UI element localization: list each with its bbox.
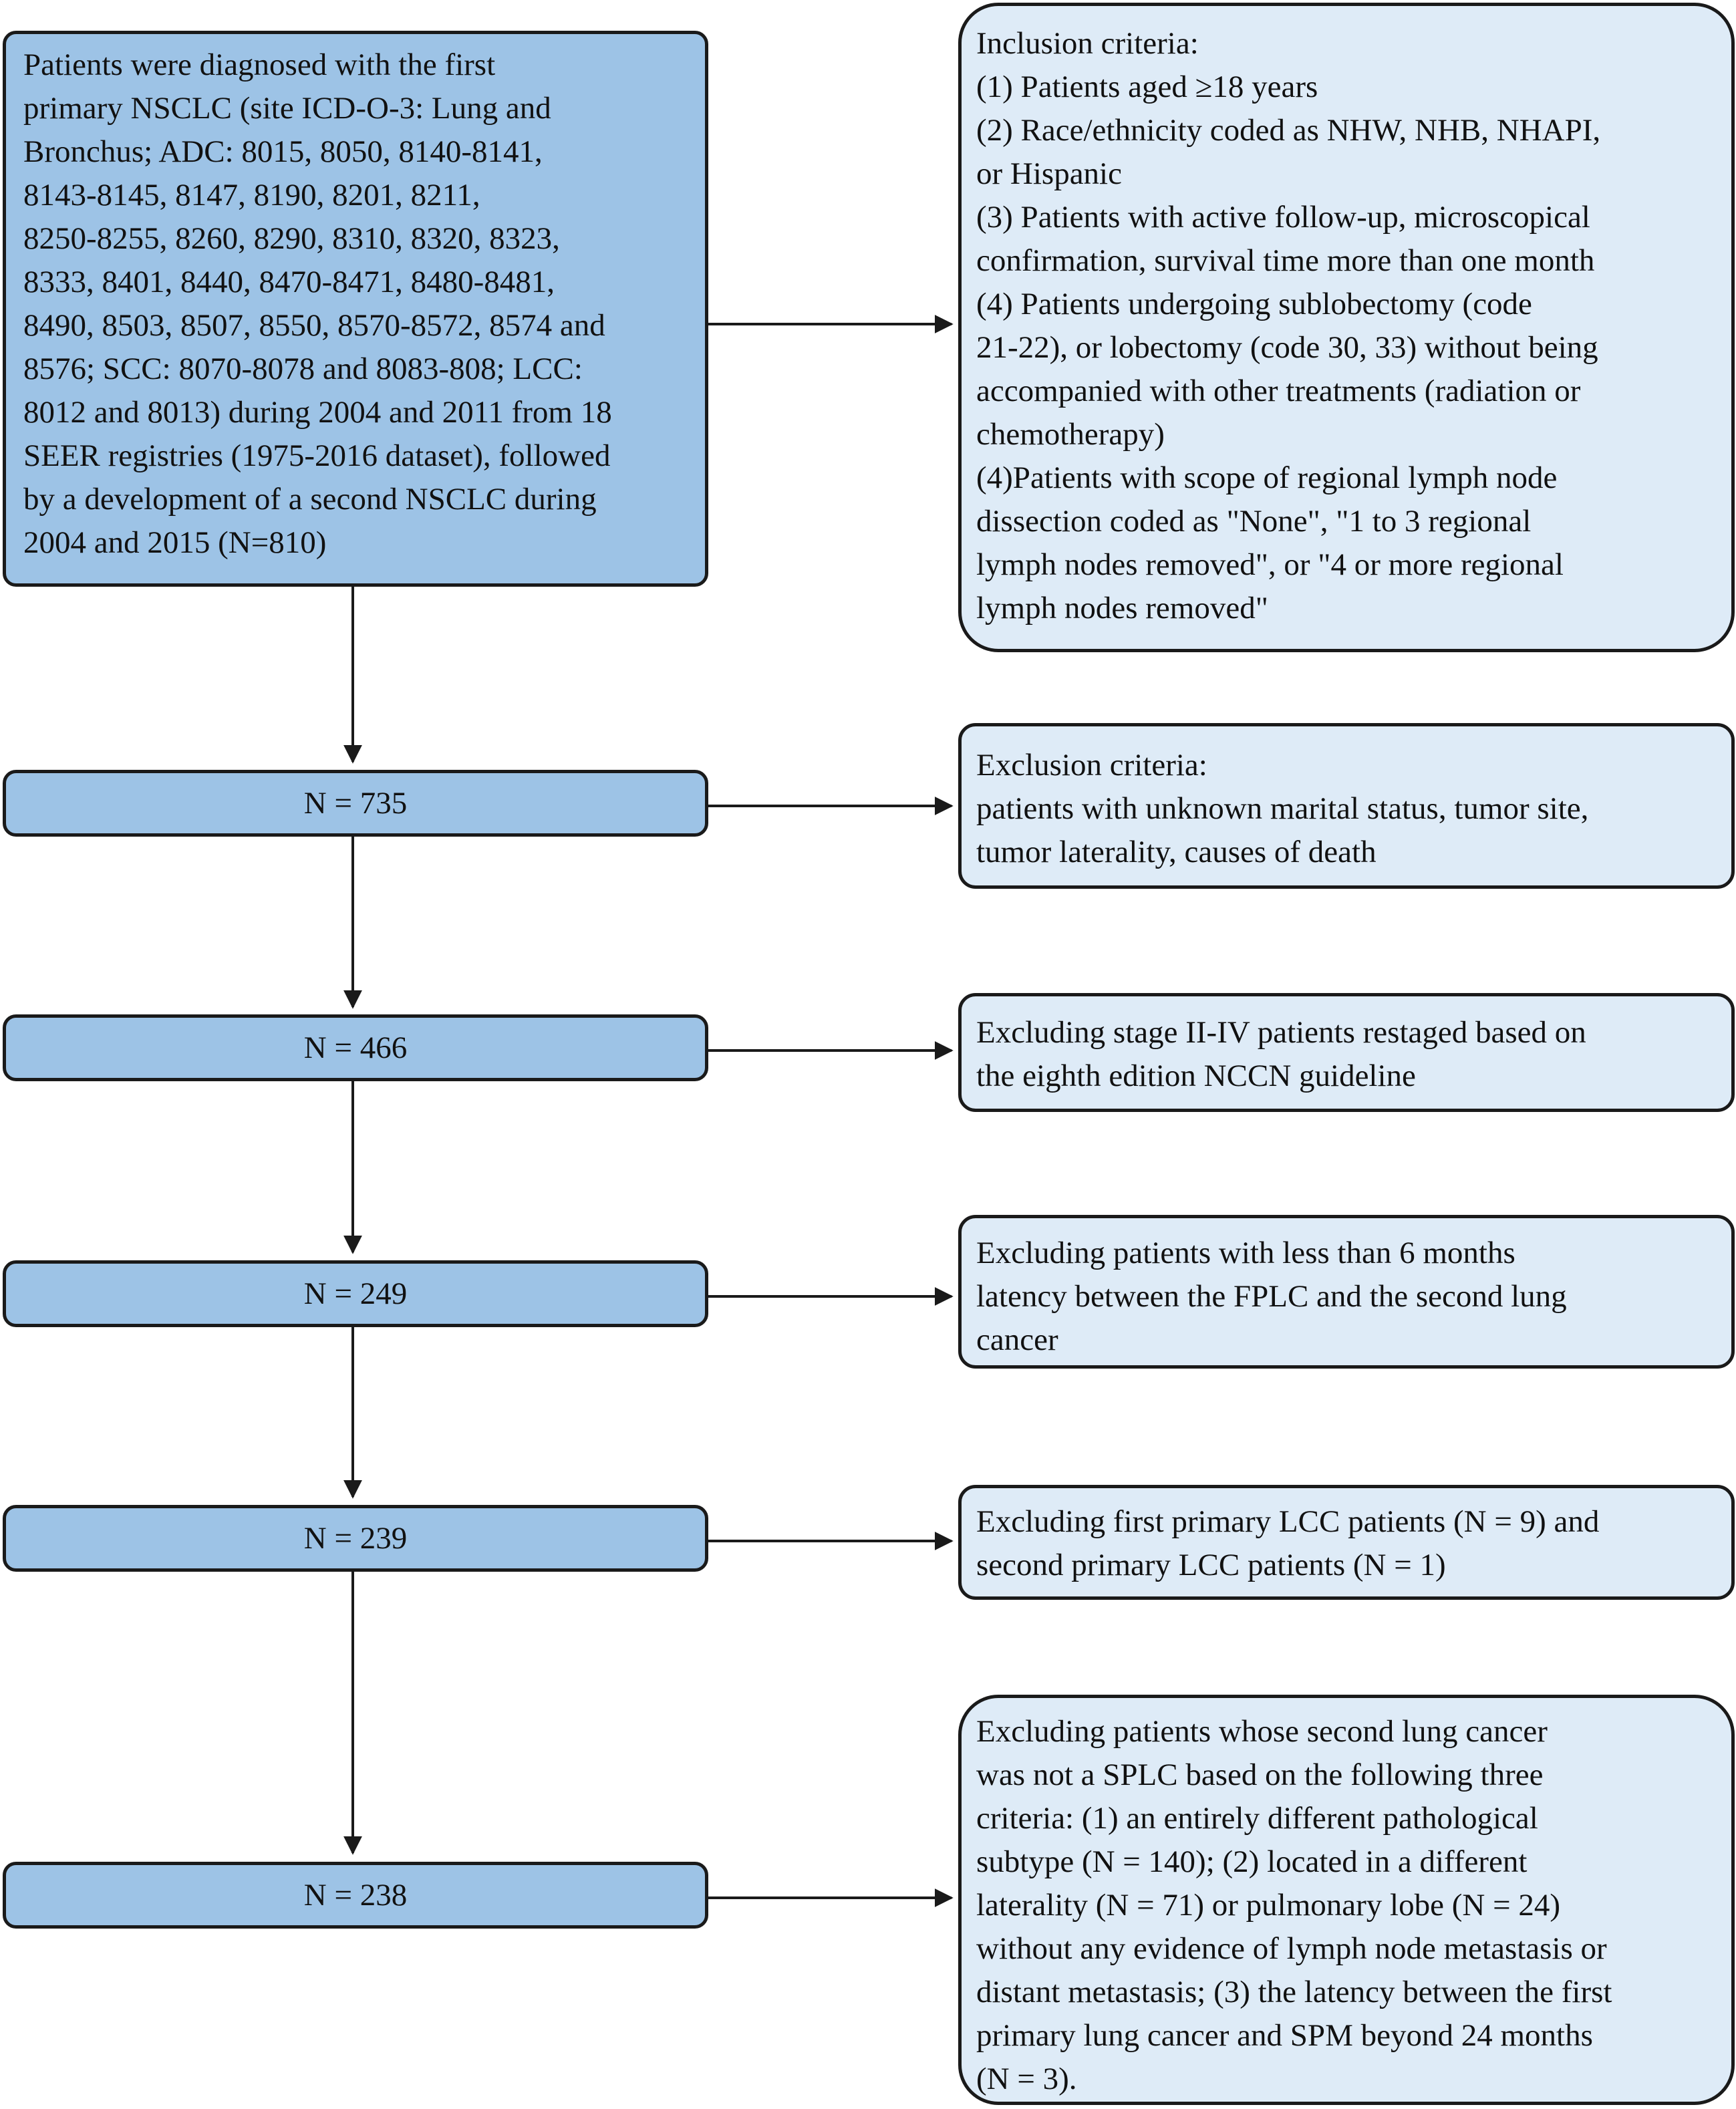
cohort-n238-box: N = 238 [3,1862,708,1929]
start-line: Bronchus; ADC: 8015, 8050, 8140-8141, [23,134,543,169]
start-line: 8250-8255, 8260, 8290, 8310, 8320, 8323, [23,221,560,256]
start-line: SEER registries (1975-2016 dataset), fol… [23,438,611,473]
exclusion-line: was not a SPLC based on the following th… [976,1758,1544,1792]
inclusion-line: accompanied with other treatments (radia… [976,374,1581,408]
inclusion-line: 21-22), or lobectomy (code 30, 33) witho… [976,330,1598,365]
cohort-count: N = 735 [303,785,408,821]
inclusion-line: dissection coded as "None", "1 to 3 regi… [976,504,1532,539]
start-line: 8143-8145, 8147, 8190, 8201, 8211, [23,178,480,213]
cohort-n466-box: N = 466 [3,1014,708,1081]
exclusion-line: criteria: (1) an entirely different path… [976,1801,1538,1836]
start-line: 8012 and 8013) during 2004 and 2011 from… [23,395,612,430]
exclusion-line: primary lung cancer and SPM beyond 24 mo… [976,2018,1593,2053]
exclusion-line: subtype (N = 140); (2) located in a diff… [976,1844,1528,1879]
exclusion-box-splc: Excluding patients whose second lung can… [958,1695,1735,2105]
exclusion-line: second primary LCC patients (N = 1) [976,1548,1446,1582]
cohort-count: N = 238 [303,1877,408,1913]
exclusion-line: Excluding patients whose second lung can… [976,1714,1548,1749]
exclusion-line: without any evidence of lymph node metas… [976,1931,1607,1966]
exclusion-line: latency between the FPLC and the second … [976,1279,1567,1314]
start-cohort-box: Patients were diagnosed with the first p… [3,31,708,587]
start-line: primary NSCLC (site ICD-O-3: Lung and [23,91,551,126]
exclusion-line: patients with unknown marital status, tu… [976,791,1589,826]
exclusion-line: laterality (N = 71) or pulmonary lobe (N… [976,1888,1560,1923]
exclusion-line: Excluding first primary LCC patients (N … [976,1504,1600,1539]
cohort-n735-box: N = 735 [3,770,708,837]
inclusion-line: Inclusion criteria: [976,26,1199,61]
inclusion-line: lymph nodes removed" [976,591,1268,625]
start-line: Patients were diagnosed with the first [23,47,496,82]
cohort-n239-box: N = 239 [3,1505,708,1572]
inclusion-line: (1) Patients aged ≥18 years [976,69,1318,104]
start-line: 8576; SCC: 8070-8078 and 8083-808; LCC: [23,352,583,386]
start-line: by a development of a second NSCLC durin… [23,482,597,517]
exclusion-line: distant metastasis; (3) the latency betw… [976,1975,1612,2009]
exclusion-line: Excluding patients with less than 6 mont… [976,1236,1515,1270]
exclusion-line: the eighth edition NCCN guideline [976,1059,1416,1093]
cohort-n249-box: N = 249 [3,1260,708,1327]
inclusion-line: confirmation, survival time more than on… [976,243,1595,278]
start-line: 2004 and 2015 (N=810) [23,525,327,560]
cohort-count: N = 466 [303,1030,408,1065]
exclusion-line: (N = 3). [976,2062,1077,2096]
exclusion-box-stage: Excluding stage II-IV patients restaged … [958,993,1735,1112]
exclusion-line: tumor laterality, causes of death [976,835,1377,869]
inclusion-line: (3) Patients with active follow-up, micr… [976,200,1590,235]
exclusion-line: Excluding stage II-IV patients restaged … [976,1015,1586,1050]
exclusion-box-lcc: Excluding first primary LCC patients (N … [958,1485,1735,1600]
exclusion-box-latency: Excluding patients with less than 6 mont… [958,1215,1735,1369]
inclusion-line: lymph nodes removed", or "4 or more regi… [976,547,1564,582]
exclusion-line: Exclusion criteria: [976,748,1207,783]
cohort-count: N = 249 [303,1276,408,1311]
inclusion-line: (4)Patients with scope of regional lymph… [976,460,1558,495]
inclusion-line: chemotherapy) [976,417,1165,452]
exclusion-box-marital: Exclusion criteria: patients with unknow… [958,723,1735,889]
inclusion-criteria-box: Inclusion criteria: (1) Patients aged ≥1… [958,3,1735,652]
start-line: 8333, 8401, 8440, 8470-8471, 8480-8481, [23,265,555,299]
exclusion-line: cancer [976,1322,1058,1357]
inclusion-line: (2) Race/ethnicity coded as NHW, NHB, NH… [976,113,1601,148]
inclusion-line: (4) Patients undergoing sublobectomy (co… [976,287,1532,321]
start-line: 8490, 8503, 8507, 8550, 8570-8572, 8574 … [23,308,605,343]
inclusion-line: or Hispanic [976,156,1122,191]
cohort-count: N = 239 [303,1520,408,1556]
